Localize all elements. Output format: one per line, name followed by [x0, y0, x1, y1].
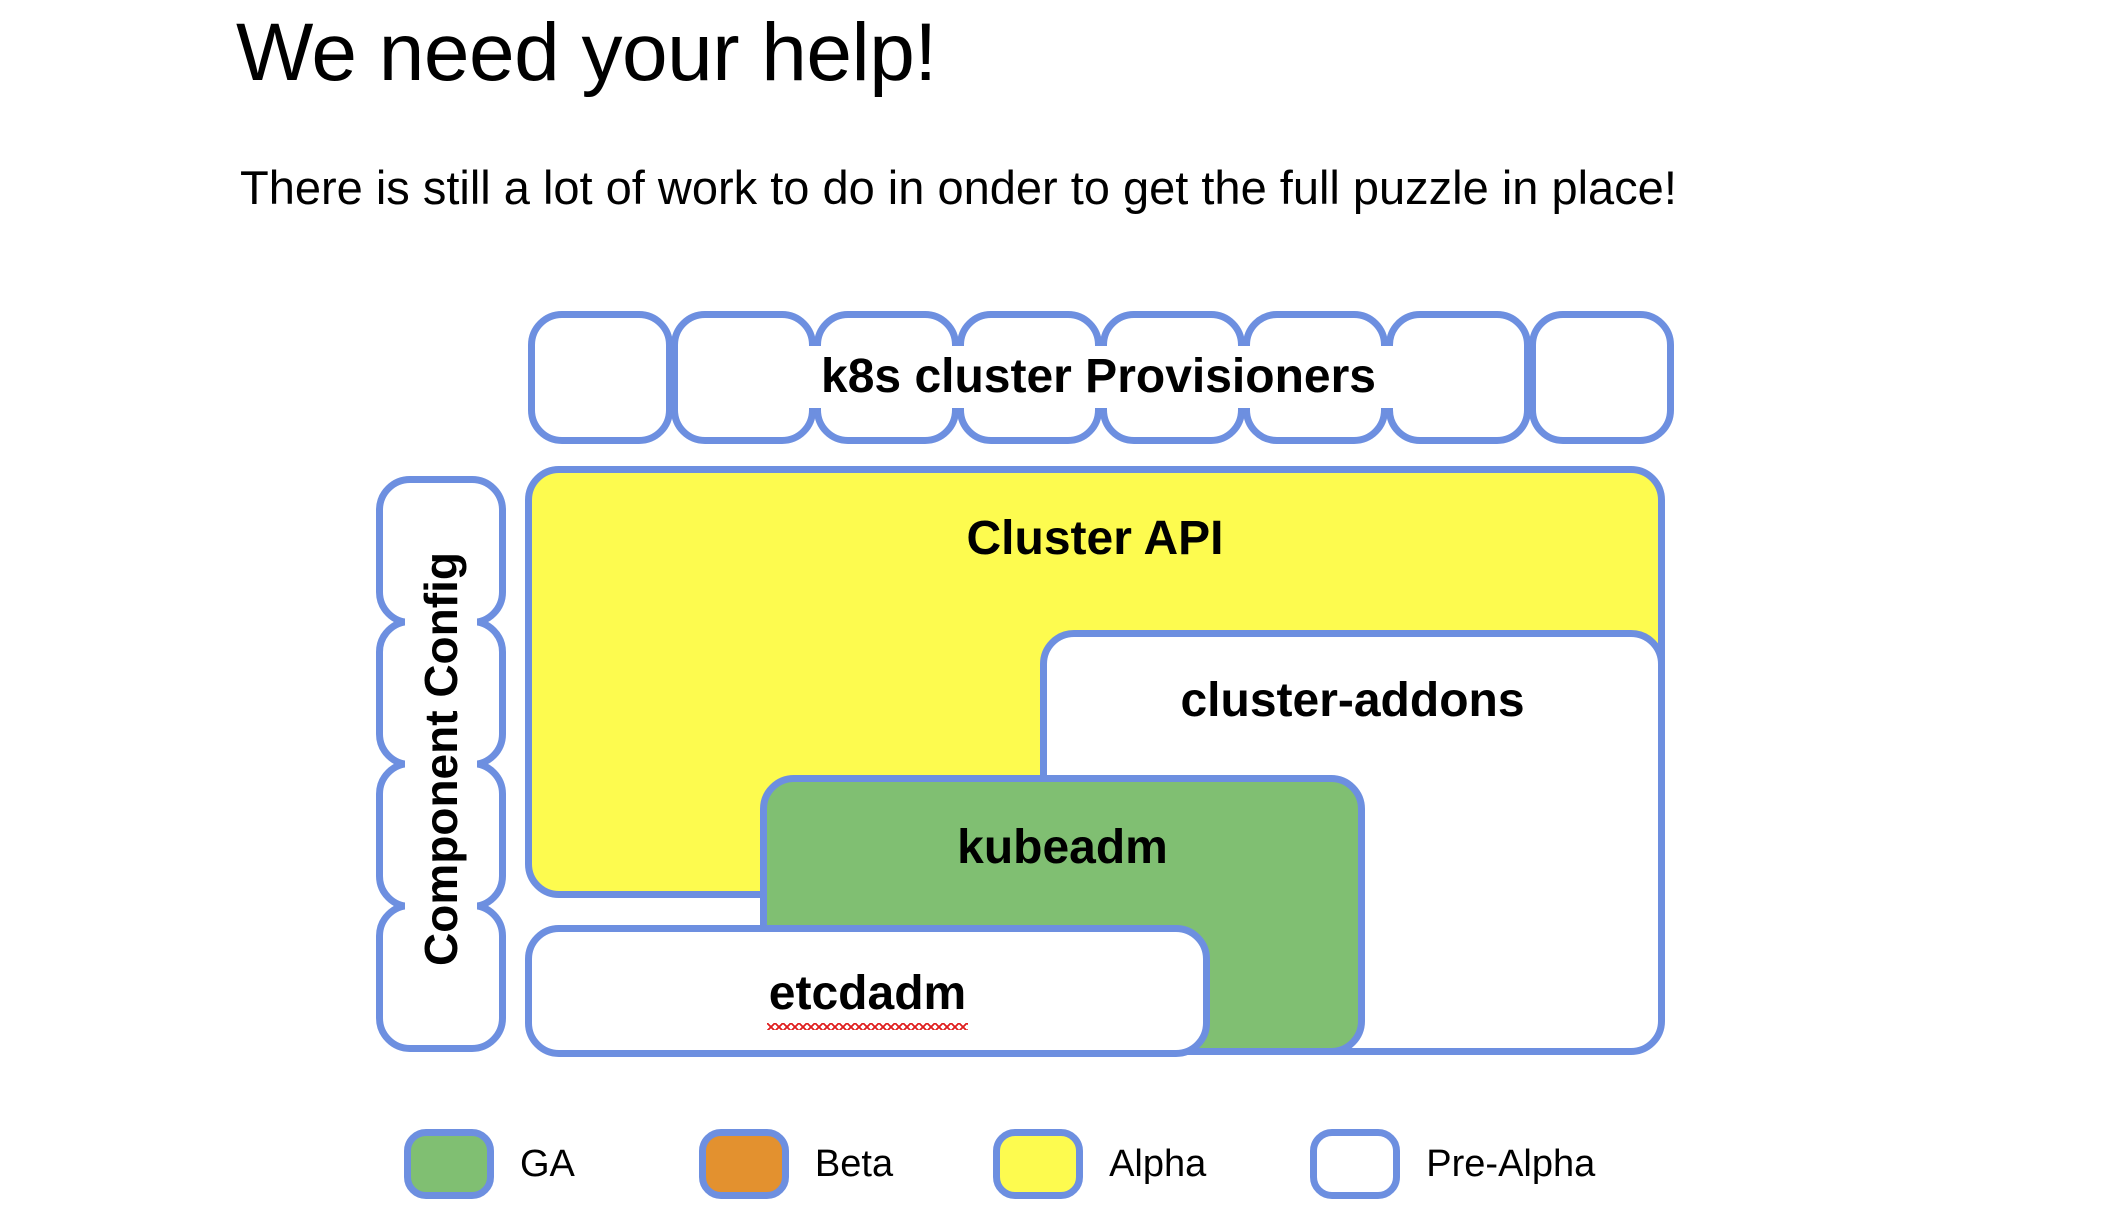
- puzzle-piece-etcdadm[interactable]: etcdadm: [525, 925, 1210, 1057]
- legend-item-alpha: Alpha: [993, 1126, 1206, 1202]
- etcdadm-label: etcdadm: [766, 967, 969, 1030]
- legend-swatch-pre-alpha-icon: [1310, 1129, 1401, 1199]
- legend-item-pre-alpha: Pre-Alpha: [1310, 1126, 1595, 1202]
- kubeadm-label: kubeadm: [957, 821, 1168, 874]
- legend-item-beta: Beta: [698, 1126, 894, 1202]
- provisioner-row-label: k8s cluster Provisioners: [821, 350, 1376, 403]
- legend: GA Beta Alpha Pre-Alpha: [404, 1126, 1595, 1202]
- component-config-label: Component Config: [415, 552, 468, 966]
- legend-item-ga: GA: [404, 1126, 575, 1202]
- component-config-label-band: Component Config: [405, 489, 477, 1029]
- provisioner-box-1[interactable]: [528, 311, 673, 444]
- legend-swatch-alpha-icon: [993, 1129, 1084, 1199]
- legend-label-alpha: Alpha: [1109, 1143, 1207, 1185]
- provisioner-box-8[interactable]: [1529, 311, 1674, 444]
- page-subtitle: There is still a lot of work to do in on…: [240, 161, 1677, 214]
- cluster-addons-label: cluster-addons: [1180, 674, 1525, 727]
- legend-label-ga: GA: [520, 1143, 575, 1185]
- legend-label-pre-alpha: Pre-Alpha: [1426, 1143, 1596, 1185]
- legend-label-beta: Beta: [814, 1143, 894, 1185]
- legend-swatch-beta-icon: [698, 1129, 789, 1199]
- legend-swatch-ga-icon: [404, 1129, 494, 1199]
- cluster-api-label: Cluster API: [966, 512, 1224, 565]
- provisioner-row-label-band: k8s cluster Provisioners: [731, 346, 1466, 408]
- etcdadm-label-wrap: etcdadm: [532, 967, 1203, 1030]
- page-title: We need your help!: [236, 7, 937, 98]
